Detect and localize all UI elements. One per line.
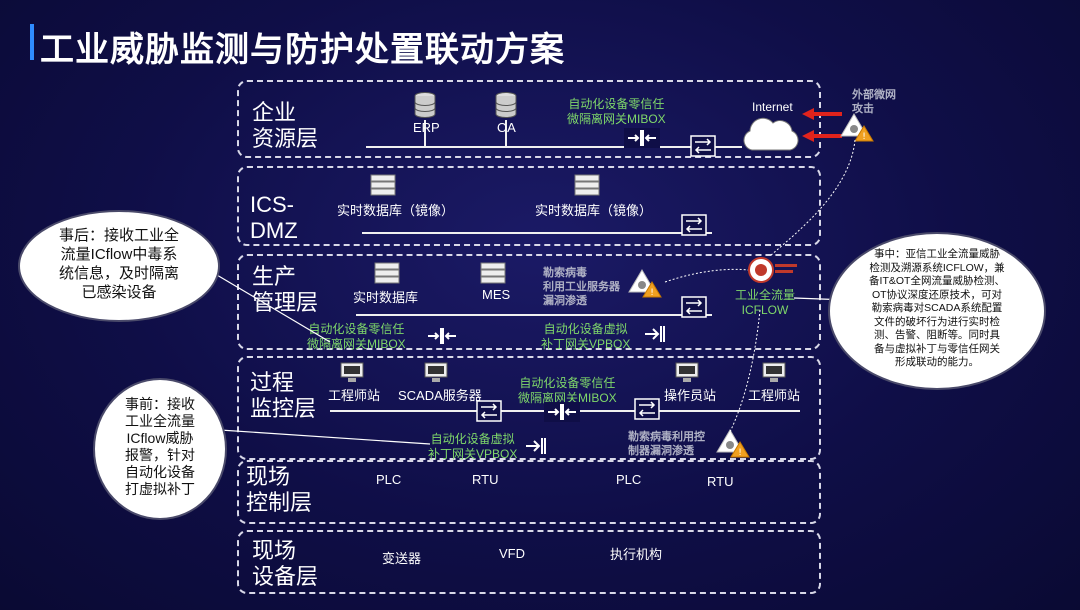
database-icon: [414, 92, 436, 118]
during-event-bubble: 事中：亚信工业全流量威胁 检测及溯源系统ICFLOW，兼 备IT&OT全网流量威…: [828, 232, 1046, 390]
layer-production: [237, 254, 821, 350]
layer-enterprise: [237, 80, 821, 158]
transmitter-label: 变送器: [382, 551, 422, 566]
workstation-icon: [424, 362, 448, 382]
layer-label-enterprise: 企业 资源层: [252, 100, 319, 151]
eng-station1-label: 工程师站: [328, 388, 381, 403]
server-icon: [480, 262, 506, 284]
enterprise-bus-line: [366, 146, 742, 148]
eng-station2-label: 工程师站: [748, 388, 801, 403]
vpbox-gateway-icon: [645, 326, 665, 342]
internet-label: Internet: [752, 100, 793, 114]
erp-label: ERP: [413, 120, 440, 135]
database-icon: [495, 92, 517, 118]
virus-warning-icon: !: [716, 429, 750, 458]
mibox-label-enterprise: 自动化设备零信任 微隔离网关MIBOX: [567, 97, 666, 126]
before-event-bubble: 事前：接收 工业全流量 ICflow威胁 报警，针对 自动化设备 打虚拟补丁: [93, 378, 227, 520]
mes-label: MES: [482, 287, 511, 302]
oa-label: OA: [497, 120, 516, 135]
layer-process: [237, 356, 821, 460]
layer-dmz: [237, 166, 821, 246]
icflow-logo-icon: [748, 257, 797, 283]
attack-arrow-icon: [802, 130, 842, 142]
svg-text:!: !: [650, 288, 654, 298]
mibox-gateway-icon: [428, 328, 456, 344]
scada-label: SCADA服务器: [398, 388, 482, 403]
switch-icon: [476, 400, 502, 422]
svg-text:!: !: [862, 132, 866, 142]
attack-arrow-icon: [802, 108, 842, 120]
layer-label-process: 过程 监控层: [250, 370, 317, 421]
layer-label-dmz: ICS- DMZ: [250, 192, 298, 243]
mibox-label-process: 自动化设备零信任 微隔离网关MIBOX: [518, 376, 617, 405]
dmz-db1-label: 实时数据库（镜像）: [337, 203, 455, 218]
server-icon: [574, 174, 600, 196]
vfd-label: VFD: [499, 546, 525, 561]
switch-icon: [634, 398, 660, 420]
layer-control: [237, 460, 821, 524]
layer-label-control: 现场 控制层: [246, 464, 313, 515]
workstation-icon: [762, 362, 786, 382]
dmz-bus-line: [362, 232, 712, 234]
external-attack-label: 外部微网 攻击: [852, 89, 896, 115]
rtu1-label: RTU: [472, 472, 499, 487]
ransomware-server-label: 勒索病毒 利用工业服务器 漏洞渗透: [543, 267, 620, 307]
workstation-icon: [675, 362, 699, 382]
layer-label-device: 现场 设备层: [252, 538, 319, 589]
layer-device: [237, 530, 821, 594]
virus-warning-icon: !: [628, 269, 662, 298]
after-event-bubble: 事后：接收工业全 流量ICflow中毒系 统信息，及时隔离 已感染设备: [18, 210, 220, 322]
mibox-label-production: 自动化设备零信任 微隔离网关MIBOX: [307, 322, 406, 351]
vpbox-gateway-icon: [526, 438, 546, 454]
svg-text:!: !: [738, 448, 742, 458]
rtu2-label: RTU: [707, 474, 734, 489]
title-accent-bar: [30, 24, 34, 60]
cloud-icon: [743, 117, 799, 151]
production-bus-line: [356, 314, 712, 316]
switch-icon: [681, 214, 707, 236]
page-title: 工业威胁监测与防护处置联动方案: [40, 31, 565, 69]
plc1-label: PLC: [376, 472, 402, 487]
switch-icon: [681, 296, 707, 318]
erp-link: [424, 120, 426, 147]
actuator-label: 执行机构: [610, 547, 663, 562]
server-icon: [370, 174, 396, 196]
oa-link: [505, 120, 507, 147]
prod-db-label: 实时数据库: [353, 290, 419, 305]
ransomware-controller-label: 勒索病毒利用控 制器漏洞渗透: [628, 431, 705, 457]
mibox-gateway-icon: [544, 402, 580, 422]
vpbox-label-process: 自动化设备虚拟 补丁网关VPBOX: [428, 432, 518, 461]
operator-station-label: 操作员站: [664, 388, 717, 403]
workstation-icon: [340, 362, 364, 382]
vpbox-label-production: 自动化设备虚拟 补丁网关VPBOX: [541, 322, 631, 351]
mibox-gateway-icon: [624, 128, 660, 148]
dmz-db2-label: 实时数据库（镜像）: [535, 203, 653, 218]
virus-warning-icon: !: [840, 113, 874, 142]
icflow-label: 工业全流量 ICFLOW: [735, 288, 796, 317]
switch-icon: [690, 135, 716, 157]
server-icon: [374, 262, 400, 284]
plc2-label: PLC: [616, 472, 642, 487]
